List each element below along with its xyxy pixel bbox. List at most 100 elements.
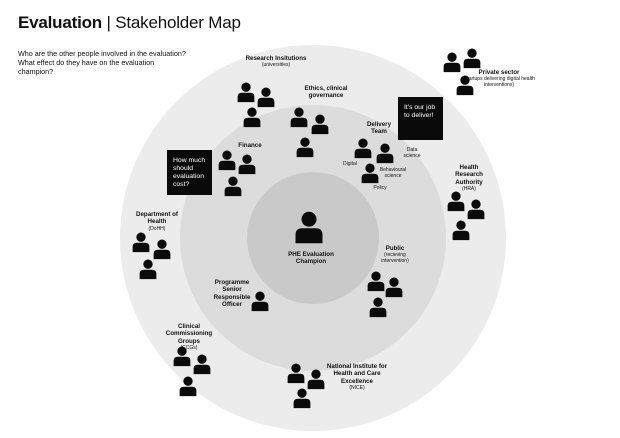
- ccgs-name: Clinical Commissioning Groups: [165, 323, 213, 345]
- center-label: PHE Evaluation Champion: [287, 251, 335, 266]
- hra-person-icon: [467, 199, 485, 220]
- nice-person-icon: [293, 388, 311, 409]
- person-head-icon: [371, 271, 381, 281]
- person-body-icon: [293, 398, 311, 409]
- dohh-person-icon: [132, 232, 150, 253]
- person-head-icon: [197, 354, 207, 364]
- person-head-icon: [451, 191, 461, 201]
- finance-person-icon: [238, 154, 256, 175]
- intro-question: Who are the other people involved in the…: [18, 49, 186, 76]
- person-head-icon: [183, 376, 193, 386]
- person-body-icon: [447, 201, 465, 212]
- person-body-icon: [367, 281, 385, 292]
- nice-sub: (NICE): [349, 385, 365, 392]
- hra-person-icon: [447, 191, 465, 212]
- role-digital: Digital: [343, 161, 357, 167]
- hra-label: Health Research Authority (HRA): [446, 164, 492, 192]
- person-body-icon: [361, 173, 379, 184]
- ccgs-person-icon: [193, 354, 211, 375]
- person-head-icon: [242, 154, 252, 164]
- person-head-icon: [143, 259, 153, 269]
- hra-name: Health Research Authority: [455, 164, 483, 186]
- person-head-icon: [456, 220, 466, 230]
- center-name: PHE Evaluation Champion: [288, 251, 334, 266]
- person-head-icon: [301, 211, 317, 227]
- person-head-icon: [460, 75, 470, 85]
- research-institutions-sub: (universities): [261, 62, 291, 69]
- person-head-icon: [373, 297, 383, 307]
- person-head-icon: [157, 239, 167, 249]
- person-body-icon: [463, 58, 481, 69]
- ethics-label: Ethics, clinical governance: [303, 85, 349, 100]
- person-head-icon: [471, 199, 481, 209]
- ethics-name: Ethics, clinical governance: [304, 85, 348, 100]
- person-head-icon: [177, 346, 187, 356]
- nice-person-icon: [287, 363, 305, 384]
- delivery-team-person-icon: [376, 143, 394, 164]
- person-body-icon: [251, 301, 269, 312]
- ethics-person-icon: [311, 114, 329, 135]
- person-body-icon: [193, 364, 211, 375]
- role-behavioural-science: Behavioural science: [379, 167, 407, 179]
- person-head-icon: [315, 114, 325, 124]
- hra-person-icon: [452, 220, 470, 241]
- person-body-icon: [287, 373, 305, 384]
- private-sector-sub: (startups delivering digital health inte…: [463, 76, 535, 89]
- person-head-icon: [297, 388, 307, 398]
- programme-officer-label: Programme Senior Responsible Officer: [210, 279, 254, 309]
- public-person-icon: [367, 271, 385, 292]
- programme-officer-person-icon: [251, 291, 269, 312]
- person-body-icon: [296, 147, 314, 158]
- person-body-icon: [311, 124, 329, 135]
- person-head-icon: [380, 143, 390, 153]
- ccgs-person-icon: [179, 376, 197, 397]
- person-body-icon: [452, 230, 470, 241]
- person-head-icon: [291, 363, 301, 373]
- private-sector-name: Private sector: [478, 69, 520, 76]
- person-head-icon: [300, 137, 310, 147]
- person-head-icon: [222, 150, 232, 160]
- finance-person-icon: [218, 150, 236, 171]
- role-data-science: Data science: [403, 147, 421, 159]
- evaluation-champion-person-icon: [295, 211, 323, 244]
- person-body-icon: [153, 249, 171, 260]
- private-sector-person-icon: [463, 48, 481, 69]
- people-icons: [132, 48, 485, 409]
- person-head-icon: [365, 163, 375, 173]
- person-body-icon: [173, 356, 191, 367]
- nice-person-icon: [307, 369, 325, 390]
- public-name: Public: [385, 245, 405, 252]
- programme-officer-name: Programme Senior Responsible Officer: [213, 279, 251, 309]
- title-rest: Stakeholder Map: [115, 13, 241, 32]
- person-body-icon: [369, 307, 387, 318]
- research-institutions-label: Research Insitutions (universities): [246, 55, 307, 68]
- dohh-sub: (DoHH): [148, 225, 166, 232]
- public-person-icon: [385, 277, 403, 298]
- person-body-icon: [443, 62, 461, 73]
- person-head-icon: [294, 107, 304, 117]
- person-head-icon: [261, 87, 271, 97]
- person-body-icon: [139, 269, 157, 280]
- person-body-icon: [218, 160, 236, 171]
- delivery-team-name: Delivery Team: [366, 121, 392, 136]
- ccgs-label: Clinical Commissioning Groups (CCGs): [163, 323, 215, 351]
- person-head-icon: [447, 52, 457, 62]
- person-head-icon: [311, 369, 321, 379]
- person-body-icon: [456, 85, 474, 96]
- private-sector-label: Private sector (startups delivering digi…: [460, 69, 538, 88]
- person-head-icon: [247, 107, 257, 117]
- person-body-icon: [179, 386, 197, 397]
- nice-name: National Institute for Health and Care E…: [326, 363, 388, 385]
- private-sector-person-icon: [456, 75, 474, 96]
- page-title: Evaluation | Stakeholder Map: [18, 13, 241, 33]
- person-head-icon: [358, 138, 368, 148]
- finance-name: Finance: [238, 142, 262, 149]
- person-body-icon: [237, 92, 255, 103]
- role-policy: Policy: [373, 185, 387, 191]
- delivery-team-label: Delivery Team: [364, 121, 394, 136]
- private-sector-person-icon: [443, 52, 461, 73]
- public-sub: (recieving intervention): [381, 252, 409, 265]
- ethics-person-icon: [290, 107, 308, 128]
